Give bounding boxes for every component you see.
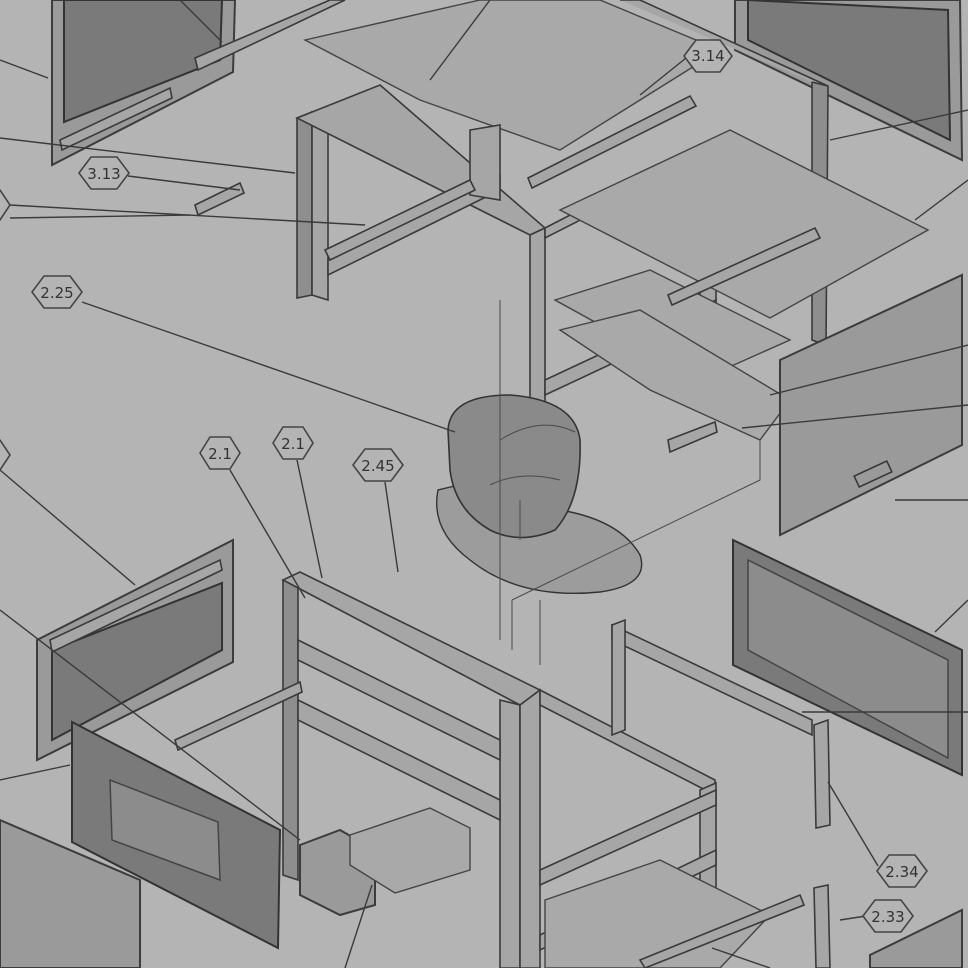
callout-label: 3.13: [87, 165, 120, 183]
callout-label: 2.25: [40, 284, 73, 302]
seat-cushion: [436, 394, 643, 595]
bottom-rail: [638, 893, 806, 968]
callout-label: 2.45: [361, 457, 394, 475]
callout-2-1-b: 2.1: [272, 426, 314, 460]
callout-label: 3.14: [691, 47, 724, 65]
right-lower-post-2: [813, 718, 831, 829]
callout-partial-1: [0, 189, 11, 221]
callout-label: 2.1: [281, 435, 305, 453]
callout-2-33: 2.33: [862, 899, 914, 933]
callout-label: 2.33: [871, 908, 904, 926]
callout-3-13: 3.13: [78, 156, 130, 190]
lower-left-panel: [0, 818, 141, 968]
small-bracket: [667, 420, 718, 454]
slide-rail-1: [526, 94, 698, 190]
slide-rail-3: [323, 178, 477, 262]
lower-left-side-panel: [36, 538, 234, 762]
bottom-right-panel: [869, 908, 963, 968]
callout-2-45: 2.45: [352, 448, 404, 482]
upper-right-top-rail: [620, 0, 829, 87]
battery-box: [349, 807, 471, 894]
base-plate: [544, 859, 772, 968]
top-rail: [194, 0, 346, 72]
callout-2-25: 2.25: [31, 275, 83, 309]
callout-2-34: 2.34: [876, 854, 928, 888]
slide-rail-2: [666, 226, 822, 307]
callout-2-1-a: 2.1: [199, 436, 241, 470]
bracket: [194, 181, 246, 217]
upper-left-side-panel: [51, 0, 237, 167]
bottom-right-post: [813, 884, 831, 968]
right-door-panel: [779, 273, 963, 537]
callout-label: 2.34: [885, 863, 918, 881]
right-lower-post-1: [611, 618, 626, 737]
support-rods: [499, 300, 761, 665]
control-panel: [71, 720, 282, 950]
callout-label: 2.1: [208, 445, 232, 463]
right-lower-side-panel: [732, 538, 963, 777]
callout-3-14: 3.14: [683, 39, 733, 73]
callout-partial-2: [0, 439, 11, 471]
bottom-shelf: [558, 309, 792, 441]
upper-right-side-panel: [734, 0, 964, 162]
